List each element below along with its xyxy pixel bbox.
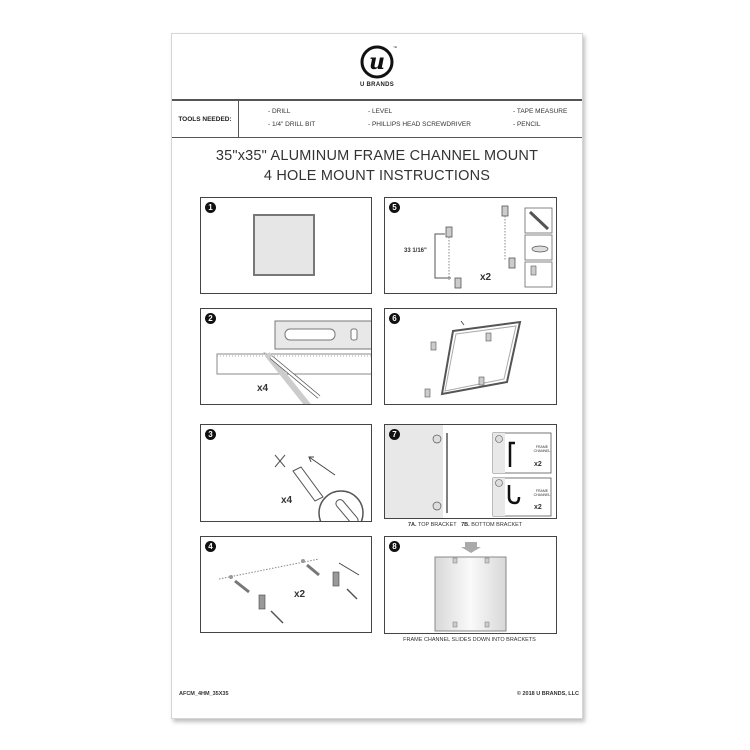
page-title: 35"x35" ALUMINUM FRAME CHANNEL MOUNT 4 H… — [172, 146, 582, 186]
tools-needed-section: TOOLS NEEDED: - DRILL - 1/4" DRILL BIT -… — [172, 99, 582, 138]
bracket-placement-icon — [434, 205, 553, 289]
measurement-label: 33 1/16" — [404, 248, 427, 254]
title-line-1: 35"x35" ALUMINUM FRAME CHANNEL MOUNT — [215, 148, 539, 164]
svg-text:×: × — [263, 351, 266, 357]
step-8-panel: 8 — [384, 536, 557, 634]
tool-item: - DRILL — [268, 108, 291, 115]
copyright: © 2018 U BRANDS, LLC — [516, 691, 579, 697]
step-7-panel: 7 FRAME CHANNEL x2 FRAME CHANNEL x2 — [384, 424, 557, 519]
step-number: 1 — [205, 202, 216, 213]
tool-item: - PENCIL — [513, 121, 541, 128]
instruction-sheet: u ™ U BRANDS TOOLS NEEDED: - DRILL - 1/4… — [171, 33, 583, 719]
tools-needed-label: TOOLS NEEDED: — [172, 101, 239, 137]
bracket-detail-icon — [385, 425, 552, 518]
tool-item: - 1/4" DRILL BIT — [268, 121, 316, 128]
caption-7b-label: 7B. — [461, 522, 470, 528]
step-number: 7 — [389, 429, 400, 440]
caption-7b-text: BOTTOM BRACKET — [471, 522, 523, 528]
drill-icon — [274, 454, 364, 521]
step-7-caption: 7A. TOP BRACKET 7B. BOTTOM BRACKET — [408, 522, 522, 528]
step-4-panel: 4 x2 — [200, 536, 372, 633]
step-5-panel: 5 33 1/16" x2 — [384, 197, 557, 294]
step-number: 5 — [389, 202, 400, 213]
step-8-caption: FRAME CHANNEL SLIDES DOWN INTO BRACKETS — [403, 637, 536, 643]
framed-print-icon — [253, 214, 315, 276]
step-2-panel: × 2 x4 — [200, 308, 372, 405]
multiplier-label: x2 — [294, 589, 306, 600]
multiplier-label: x2 — [534, 504, 542, 511]
brand-name: U BRANDS — [359, 82, 395, 88]
tool-item: - TAPE MEASURE — [513, 108, 568, 115]
step-1-panel: 1 — [200, 197, 372, 294]
svg-text:u: u — [369, 49, 385, 75]
caption-7a-text: TOP BRACKET — [418, 522, 457, 528]
step-number: 8 — [389, 541, 400, 552]
step-number: 3 — [205, 429, 216, 440]
multiplier-label: x4 — [281, 495, 293, 506]
tool-item: - LEVEL — [368, 108, 393, 115]
level-and-pencil-icon: × — [216, 320, 371, 404]
step-6-panel: 6 — [384, 308, 557, 405]
hanging-frame-icon — [424, 320, 522, 398]
svg-text:™: ™ — [393, 45, 397, 50]
multiplier-label: x2 — [534, 461, 542, 468]
multiplier-label: x4 — [257, 383, 269, 394]
mounted-frame-icon — [434, 542, 507, 632]
document-code: AFCM_4HM_35X35 — [179, 691, 229, 697]
frame-channel-label: FRAME CHANNEL — [533, 489, 551, 497]
step-3-panel: 3 x4 — [200, 424, 372, 522]
u-brands-logo-icon: u ™ — [360, 45, 397, 79]
title-line-2: 4 HOLE MOUNT INSTRUCTIONS — [263, 168, 491, 184]
step-number: 2 — [205, 313, 216, 324]
step-number: 4 — [205, 541, 216, 552]
caption-7a-label: 7A. — [408, 522, 417, 528]
anchors-and-brackets-icon — [218, 558, 360, 624]
step-number: 6 — [389, 313, 400, 324]
frame-channel-label: FRAME CHANNEL — [533, 445, 551, 453]
multiplier-label: x2 — [480, 272, 492, 283]
tool-item: - PHILLIPS HEAD SCREWDRIVER — [368, 121, 471, 128]
